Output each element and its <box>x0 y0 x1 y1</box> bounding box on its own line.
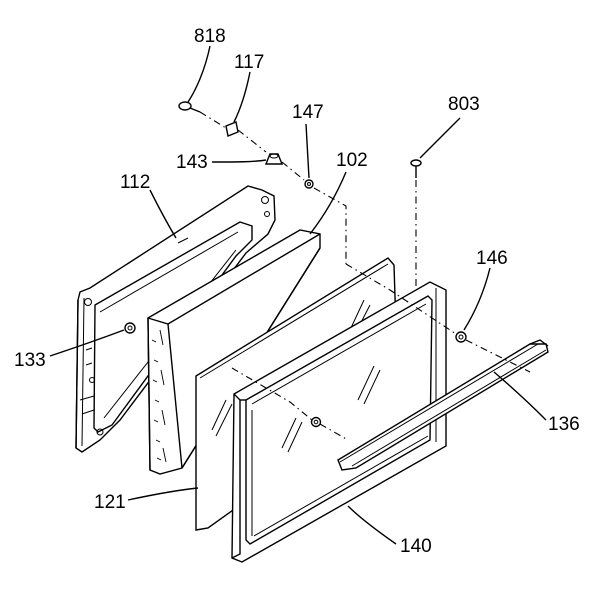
part-117-clip <box>225 121 239 137</box>
label-818: 818 <box>194 26 226 47</box>
label-147: 147 <box>292 102 324 123</box>
callout-labels: 818 117 147 143 102 803 112 146 133 136 … <box>14 26 580 557</box>
label-136: 136 <box>548 414 580 435</box>
label-117: 117 <box>234 52 264 73</box>
label-112: 112 <box>120 172 150 193</box>
label-143: 143 <box>176 152 208 173</box>
frame-fastener <box>310 416 322 428</box>
label-102: 102 <box>336 150 368 171</box>
part-136-door-handle <box>337 339 549 471</box>
leader-lines <box>49 45 547 545</box>
part-133-spacer <box>124 322 136 334</box>
part-818-screw <box>178 101 201 113</box>
label-803: 803 <box>448 94 480 115</box>
assembly-lines <box>199 111 531 441</box>
label-121: 121 <box>94 492 126 513</box>
part-140-outer-frame <box>231 281 447 563</box>
part-143-bumper <box>264 153 284 165</box>
label-146: 146 <box>476 248 508 269</box>
part-803-screw <box>410 159 422 178</box>
part-147-washer <box>304 179 314 189</box>
part-146-spacer <box>455 331 467 343</box>
label-140: 140 <box>400 536 432 557</box>
label-133: 133 <box>14 350 46 371</box>
